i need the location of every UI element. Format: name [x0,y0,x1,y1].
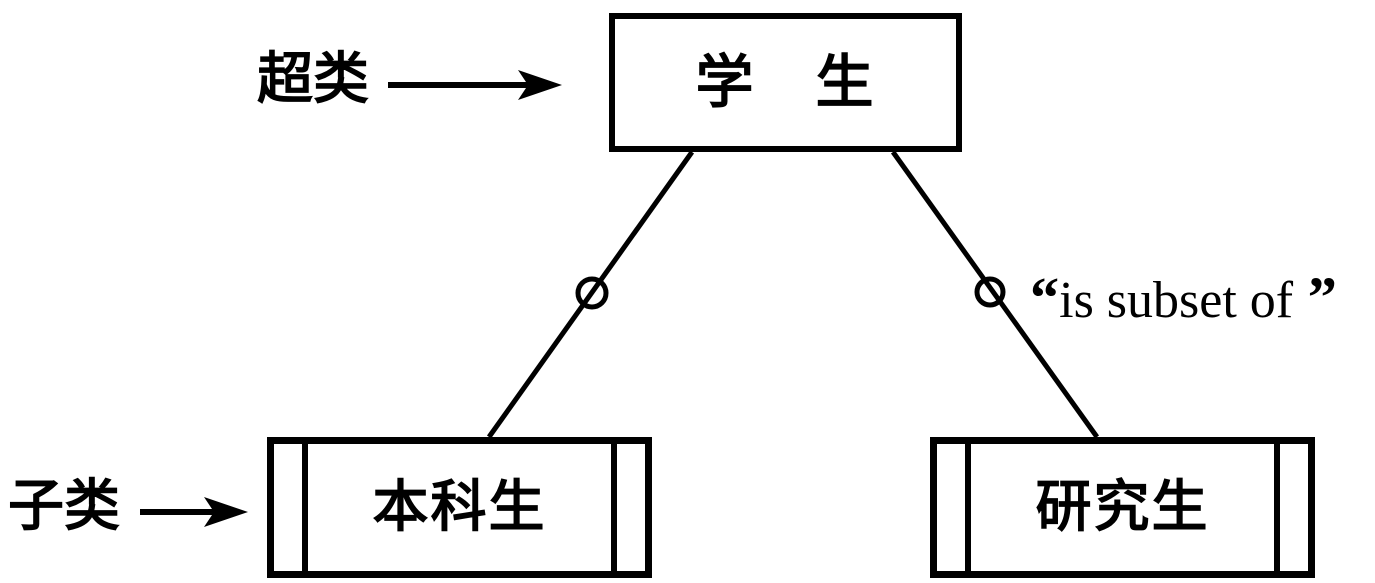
inner-border-right [611,444,617,571]
open-quote: “ [1030,265,1060,330]
node-undergraduate: 本科生 [267,437,652,578]
subclass-annotation: 子类 [8,476,120,538]
subclass-arrow-head-icon [204,497,248,527]
inner-border-right [1274,444,1280,571]
subset-circle-marker-right-icon [974,276,1006,308]
subset-circle-marker-left-icon [575,276,609,310]
inner-border-left [965,444,971,571]
edge-caption-text: is subset of [1059,272,1294,329]
node-student: 学 生 [609,13,962,152]
node-graduate-label: 研究生 [1035,476,1210,539]
close-quote: ” [1307,265,1337,330]
edge-student-undergraduate [486,150,695,439]
superclass-arrow-head-icon [518,70,562,100]
node-undergraduate-label: 本科生 [372,476,547,539]
superclass-annotation: 超类 [257,49,369,111]
node-student-label: 学 生 [695,49,876,115]
inner-border-left [302,444,308,571]
edge-caption-is-subset-of: “is subset of ” [1030,265,1337,330]
node-graduate: 研究生 [930,437,1315,578]
